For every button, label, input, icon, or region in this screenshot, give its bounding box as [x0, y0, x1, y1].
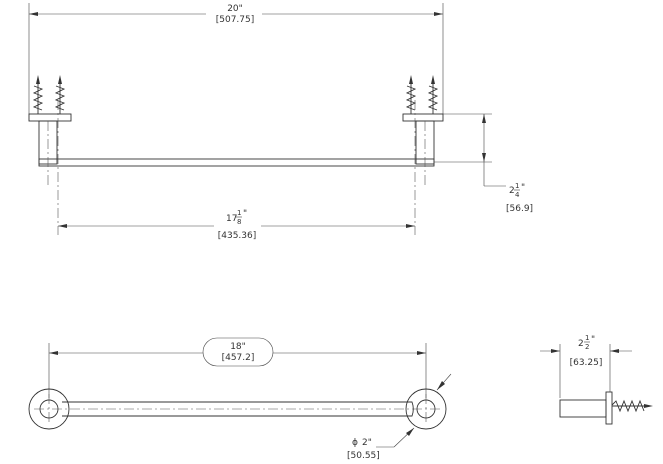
center-length-mm: [457.2] [222, 353, 255, 363]
projection-dimension: 2 1 4 " [56.9] [434, 113, 533, 214]
plan-view: 18" [457.2] ϕ 2" [50.55] [28, 337, 452, 461]
side-depth-dimension: 2 1 2 " [63.25] [540, 334, 632, 398]
side-depth-mm: [63.25] [570, 358, 603, 368]
screw [405, 75, 417, 114]
left-flange [28, 113, 72, 122]
overall-length-mm: [507.75] [216, 15, 255, 25]
overall-length-dimension: 20" [507.75] [28, 3, 444, 114]
side-flange [605, 391, 613, 425]
side-screw [611, 399, 653, 413]
screw [32, 75, 44, 114]
center-length-dimension: 18" [457.2] [48, 337, 427, 398]
projection-whole: 2 [509, 186, 515, 196]
inner-length-numerator: 1 [237, 209, 241, 217]
screw [427, 75, 439, 114]
diameter-symbol: ϕ [352, 438, 358, 448]
inner-length-whole: 17 [226, 214, 237, 224]
side-depth-denominator: 2 [585, 343, 589, 351]
inner-length-denominator: 8 [237, 218, 241, 226]
projection-unit: " [521, 183, 525, 193]
left-flange-circle [28, 388, 70, 430]
left-screw-pair [32, 75, 66, 114]
diameter-callout: ϕ 2" [50.55] [347, 373, 452, 461]
projection-denominator: 4 [515, 191, 520, 199]
projection-mm: [56.9] [506, 204, 533, 214]
overall-length-inches: 20" [227, 4, 243, 14]
reference-box [202, 337, 274, 367]
screw [54, 75, 66, 114]
side-depth-whole: 2 [578, 339, 584, 349]
side-post [559, 399, 607, 418]
side-depth-numerator: 1 [585, 334, 589, 342]
side-view: 2 1 2 " [63.25] [540, 334, 653, 425]
right-flange-circle [405, 388, 447, 430]
inner-length-unit: " [243, 209, 247, 219]
inner-length-dimension: 17 1 8 " [435.36] [58, 209, 415, 241]
diameter-inches: 2" [362, 438, 372, 448]
front-elevation-view: 20" [507.75] [28, 3, 533, 241]
right-flange [402, 113, 444, 122]
projection-numerator: 1 [515, 182, 519, 190]
right-screw-pair [405, 75, 439, 114]
center-length-inches: 18" [230, 342, 246, 352]
diameter-mm: [50.55] [347, 451, 380, 461]
inner-length-mm: [435.36] [218, 231, 257, 241]
side-depth-unit: " [591, 335, 595, 345]
grab-bar [38, 158, 435, 167]
